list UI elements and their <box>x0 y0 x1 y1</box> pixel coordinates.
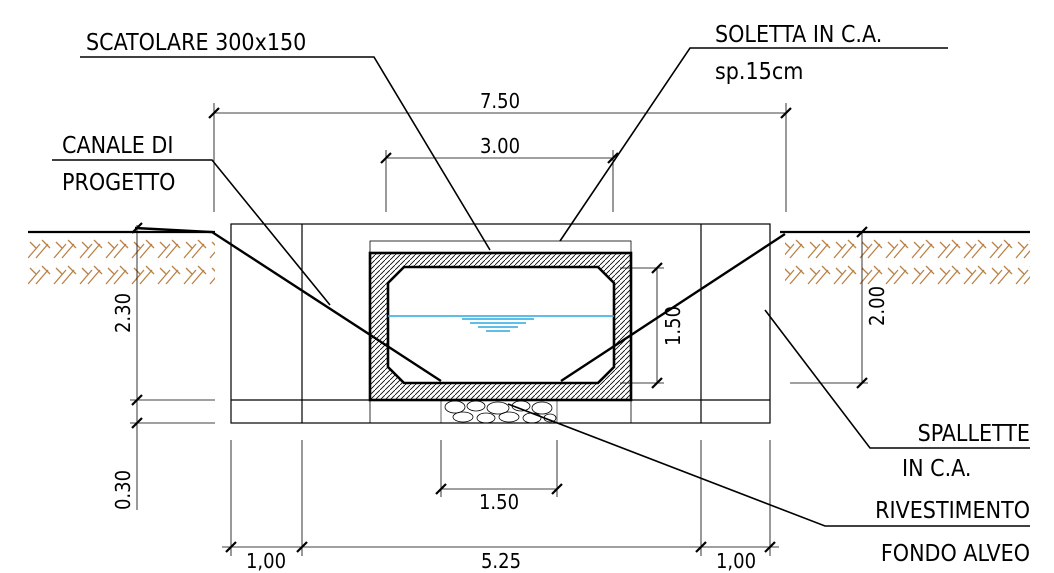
right-soil <box>785 232 1030 290</box>
label-channel-line1: CANALE DI <box>62 133 173 159</box>
label-slab-line2: sp.15cm <box>715 59 803 85</box>
dimension-lines <box>130 103 868 556</box>
dim-right-wall: 1,00 <box>716 549 756 573</box>
box-culvert <box>368 251 633 402</box>
dim-total-width: 7.50 <box>480 89 520 113</box>
label-bed-line1: RIVESTIMENTO <box>875 498 1030 524</box>
design-channel-left <box>134 226 442 383</box>
label-walls-line1: SPALLETTE <box>918 421 1030 447</box>
bed-lining <box>440 399 558 424</box>
label-walls-line2: IN C.A. <box>902 456 971 482</box>
dim-culvert-height: 1.50 <box>661 306 685 346</box>
dim-middle-width: 5.25 <box>481 549 521 573</box>
design-channel-right <box>560 232 786 383</box>
label-box-culvert: SCATOLARE 300x150 <box>86 30 306 56</box>
slab <box>369 240 632 254</box>
dim-culvert-width: 3.00 <box>480 134 520 158</box>
dim-base-thickness: 0.30 <box>111 470 135 510</box>
dim-left-height: 2.30 <box>111 293 135 333</box>
leaders <box>52 47 1030 527</box>
dim-right-height: 2.00 <box>865 286 889 326</box>
water-level <box>388 315 614 332</box>
dim-bed-width: 1.50 <box>479 490 519 514</box>
label-channel-line2: PROGETTO <box>62 170 175 196</box>
left-soil <box>28 232 215 290</box>
label-bed-line2: FONDO ALVEO <box>881 541 1030 567</box>
dim-left-wall: 1,00 <box>246 549 286 573</box>
label-slab-line1: SOLETTA IN C.A. <box>715 22 882 48</box>
